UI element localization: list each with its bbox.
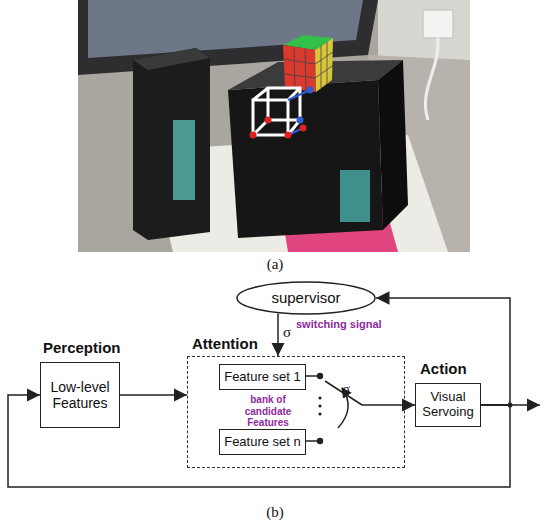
virtual-cube-side bbox=[315, 38, 333, 92]
feature-point bbox=[300, 125, 307, 132]
monitor-screen bbox=[88, 0, 363, 58]
section-heading: Action bbox=[420, 360, 467, 377]
terminal-wire bbox=[305, 440, 317, 442]
cable bbox=[425, 38, 438, 120]
process-box: ActionVisual Servoing bbox=[415, 383, 481, 427]
node-text: Feature set 1 bbox=[224, 370, 301, 385]
node-text: supervisor bbox=[271, 289, 340, 306]
plc-module-right bbox=[228, 80, 383, 238]
plc-module-left-top bbox=[133, 48, 210, 70]
switch-blade bbox=[325, 381, 362, 405]
feature-box: Feature set n bbox=[219, 429, 306, 455]
connector-arrow bbox=[405, 404, 415, 406]
wireframe-cube bbox=[253, 88, 300, 135]
ellipsis-dot bbox=[318, 404, 321, 407]
virtual-cube-top bbox=[283, 35, 333, 50]
feature-point bbox=[297, 117, 304, 124]
feature-point bbox=[250, 132, 257, 139]
cube-grid bbox=[284, 42, 333, 91]
module-stripe bbox=[173, 120, 195, 200]
monitor-bezel bbox=[78, 0, 378, 75]
connector-arrow bbox=[120, 394, 187, 396]
node-text: Low-level Features bbox=[41, 379, 119, 411]
pose-axis bbox=[288, 90, 310, 135]
desk-background bbox=[78, 0, 470, 252]
ellipsis-dot bbox=[318, 412, 321, 415]
terminal-wire bbox=[305, 375, 317, 377]
edge-label: σ bbox=[283, 324, 291, 341]
plc-module-left bbox=[133, 48, 210, 240]
supervisor-ellipse: supervisor bbox=[236, 281, 376, 315]
plc-module-right-top bbox=[228, 60, 403, 90]
subfigure-label: (b) bbox=[250, 504, 300, 521]
virtual-cube-front bbox=[283, 45, 316, 92]
junction-dot bbox=[508, 403, 513, 408]
process-box: PerceptionLow-level Features bbox=[40, 362, 120, 428]
charger bbox=[423, 10, 453, 38]
ar-photo bbox=[78, 0, 470, 252]
output-arrow bbox=[481, 404, 540, 406]
node-text: Feature set n bbox=[224, 435, 301, 450]
book-cover-art bbox=[278, 180, 398, 252]
group-box: Attentionbank of candidate FeaturesFeatu… bbox=[187, 356, 405, 468]
section-heading: Perception bbox=[43, 339, 121, 356]
book bbox=[148, 135, 448, 252]
book-mark bbox=[343, 205, 353, 213]
section-heading: Attention bbox=[192, 335, 258, 352]
feature-point bbox=[285, 132, 292, 139]
switch-terminal bbox=[317, 373, 323, 379]
wall bbox=[378, 0, 470, 120]
ellipse-shape bbox=[237, 282, 375, 314]
feature-point bbox=[265, 117, 272, 124]
feature-point bbox=[307, 87, 314, 94]
switch-symbol: σ bbox=[342, 381, 356, 398]
desk-right bbox=[368, 55, 470, 252]
subfigure-label: (a) bbox=[250, 256, 300, 273]
signal-name: switching signal bbox=[296, 318, 396, 330]
ellipsis-dot bbox=[318, 396, 321, 399]
module-stripe bbox=[340, 170, 370, 222]
group-note: bank of candidate Features bbox=[228, 394, 308, 429]
plc-module-right-side bbox=[378, 60, 408, 230]
switch-output-wire bbox=[362, 404, 405, 406]
feature-box: Feature set 1 bbox=[219, 364, 306, 390]
switch-terminal bbox=[317, 438, 323, 444]
connector-arrow bbox=[277, 314, 279, 356]
node-text: Visual Servoing bbox=[416, 390, 480, 420]
